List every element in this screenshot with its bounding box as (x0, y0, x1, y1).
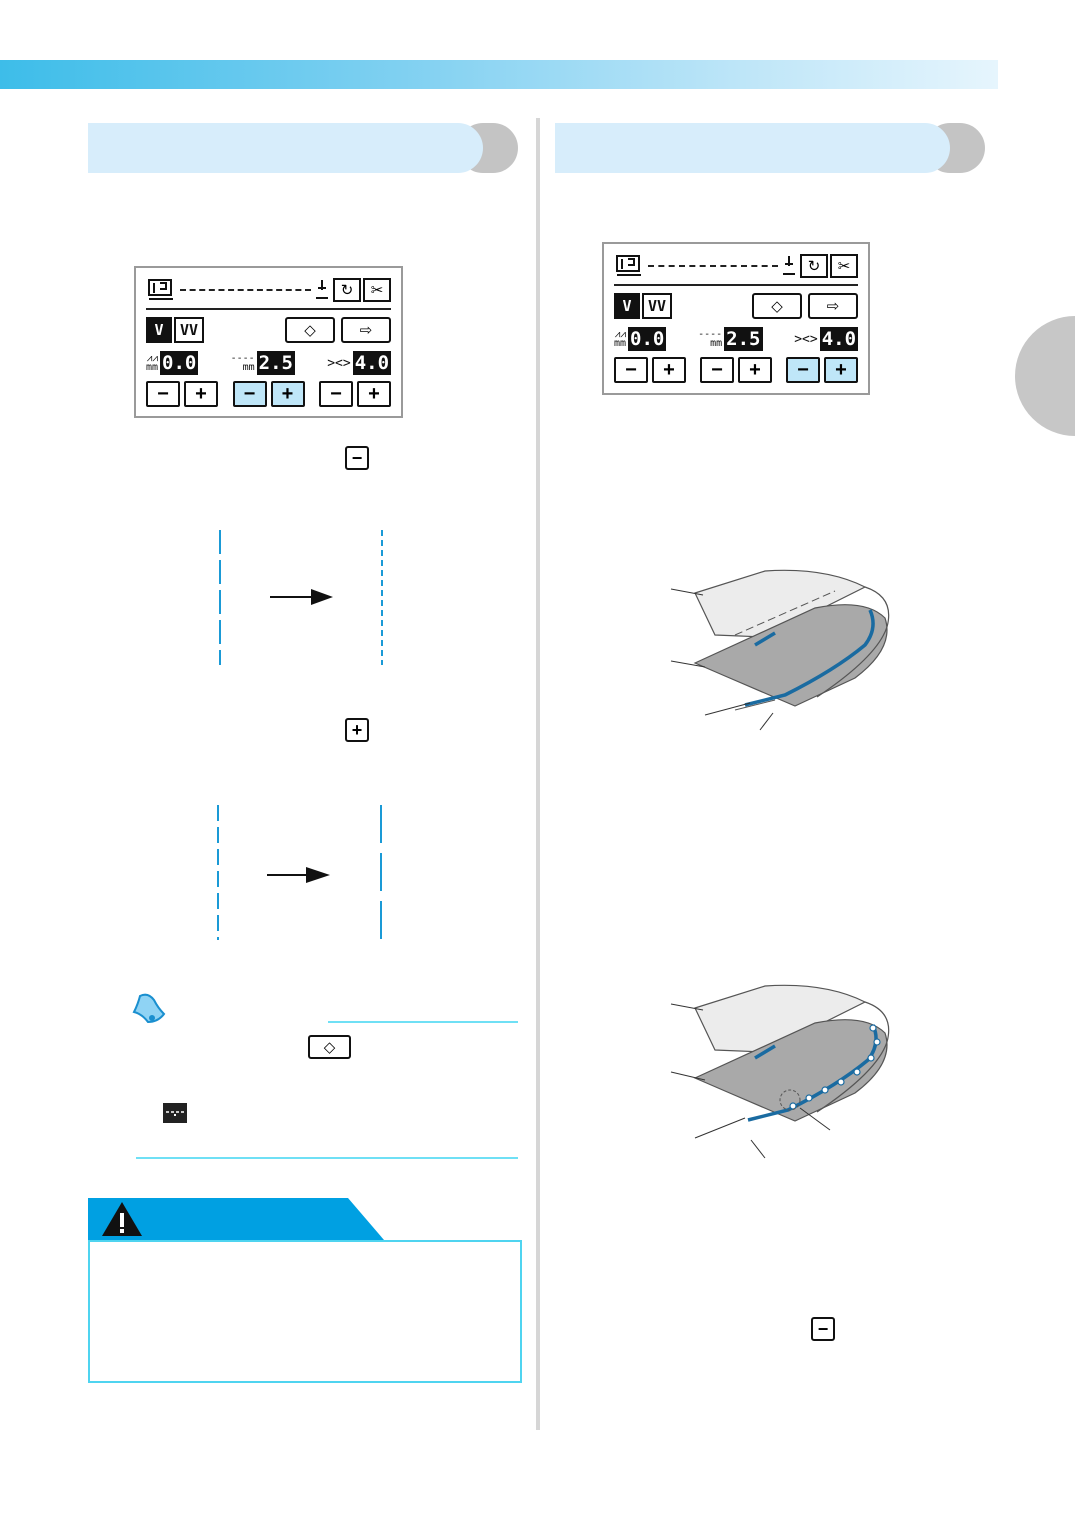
lcd-panel-left: ↻ ✂ V VV ◇ ⇨ ⩘⩘mm 0.0 ----mm 2.5 ><> 4.0… (134, 266, 403, 418)
pattern-key-2[interactable]: ⇨ (808, 293, 858, 319)
tension-minus-button[interactable]: − (319, 381, 353, 407)
width-minus-button[interactable]: − (146, 381, 180, 407)
length-minus-button[interactable]: − (700, 357, 734, 383)
stitch-shorten-diagram (219, 530, 383, 665)
reverse-stitch-icon[interactable]: ↻ (800, 254, 828, 278)
inline-plus-key: + (345, 718, 369, 742)
scissors-icon[interactable]: ✂ (830, 254, 858, 278)
needle-position-icon (316, 280, 328, 299)
length-plus-button[interactable]: + (270, 381, 305, 407)
tension-value: 4.0 (352, 351, 392, 375)
width-icon: ⩘⩘mm (614, 329, 627, 349)
scissors-icon[interactable]: ✂ (363, 278, 391, 302)
left-section-header (88, 123, 518, 173)
memo-top-rule (328, 1021, 518, 1023)
pattern-key-1[interactable]: ◇ (752, 293, 802, 319)
length-minus-button[interactable]: − (232, 381, 267, 407)
width-minus-button[interactable]: − (614, 357, 648, 383)
tension-plus-button[interactable]: + (357, 381, 391, 407)
tension-icon: ><> (794, 331, 818, 347)
length-value: 2.5 (724, 327, 763, 351)
inline-minus-key: − (345, 446, 369, 470)
memo-bottom-rule (136, 1157, 518, 1159)
tension-value: 4.0 (819, 327, 859, 351)
length-value: 2.5 (256, 351, 295, 375)
reverse-stitch-icon[interactable]: ↻ (333, 278, 361, 302)
right-section-header (555, 123, 985, 173)
width-plus-button[interactable]: + (184, 381, 218, 407)
presser-foot-icon (148, 279, 173, 300)
chapter-tab (1015, 316, 1075, 436)
twin-needle-icon[interactable]: VV (174, 317, 204, 343)
stitch-lengthen-diagram (217, 805, 382, 940)
header-gradient-bar (0, 60, 998, 89)
stitch-symbol-icon (163, 1103, 187, 1123)
lcd-panel-right: ↻ ✂ V VV ◇ ⇨ ⩘⩘mm 0.0 ----mm 2.5 ><> 4.0… (602, 242, 870, 395)
length-plus-button[interactable]: + (738, 357, 772, 383)
single-needle-icon[interactable]: V (614, 293, 640, 319)
needle-position-icon (783, 256, 795, 275)
presser-foot-icon (616, 255, 641, 276)
fabric-illustration-1 (670, 569, 890, 731)
fabric-illustration-2 (670, 984, 890, 1159)
memo-pattern-key: ◇ (308, 1035, 351, 1059)
length-icon: ----mm (230, 353, 255, 373)
width-value: 0.0 (160, 351, 199, 375)
memo-bell-icon (132, 993, 166, 1024)
warning-icon (102, 1202, 142, 1236)
inline-minus-key-right: − (811, 1317, 835, 1341)
width-icon: ⩘⩘mm (146, 353, 159, 373)
column-divider (536, 118, 540, 1430)
tension-minus-button[interactable]: − (786, 357, 820, 383)
tension-plus-button[interactable]: + (824, 357, 858, 383)
caution-box (88, 1240, 522, 1383)
pattern-key-1[interactable]: ◇ (285, 317, 335, 343)
tension-icon: ><> (327, 355, 351, 371)
width-plus-button[interactable]: + (652, 357, 686, 383)
single-needle-icon[interactable]: V (146, 317, 172, 343)
width-value: 0.0 (628, 327, 667, 351)
length-icon: ----mm (698, 329, 723, 349)
twin-needle-icon[interactable]: VV (642, 293, 672, 319)
needle-mode-selector[interactable]: V VV (614, 293, 672, 319)
pattern-key-2[interactable]: ⇨ (341, 317, 391, 343)
needle-mode-selector[interactable]: V VV (146, 317, 204, 343)
